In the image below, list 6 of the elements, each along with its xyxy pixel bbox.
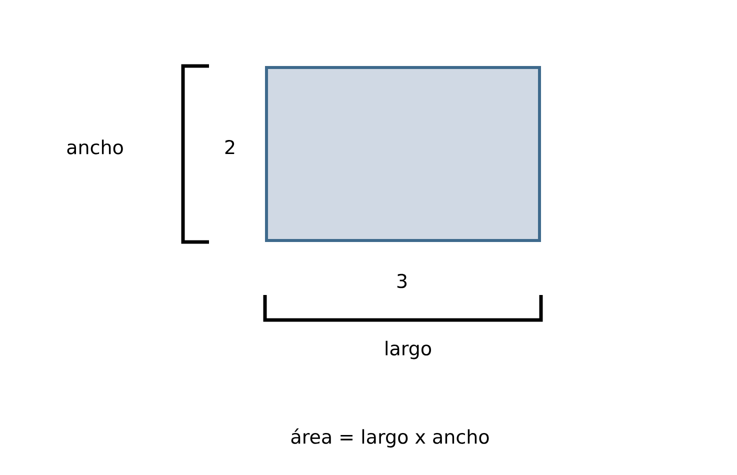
dimension-label: 3 bbox=[397, 274, 407, 288]
dimension-label: 2 bbox=[225, 140, 234, 154]
dimension-name: largo bbox=[386, 340, 432, 360]
rectangle bbox=[265, 66, 541, 242]
formula-text: área = largo x ancho bbox=[291, 428, 489, 448]
dimension-name: ancho bbox=[67, 140, 123, 154]
